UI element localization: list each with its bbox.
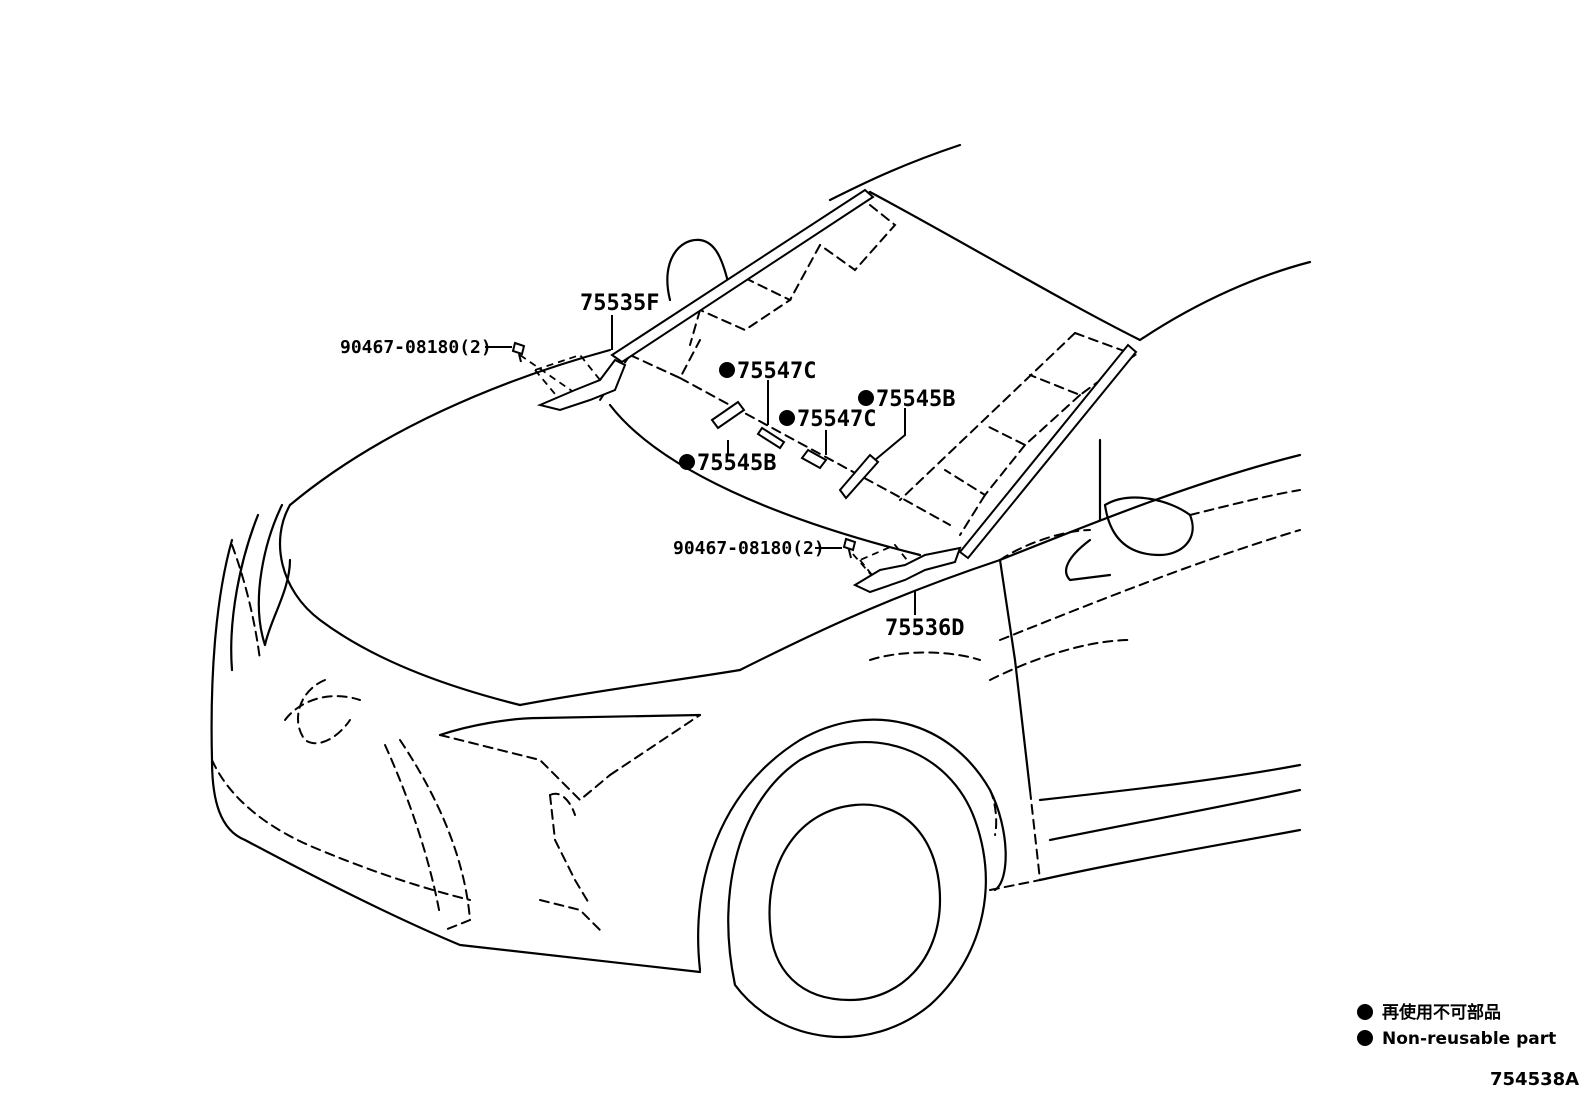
- screw-icon-top[interactable]: [511, 341, 526, 363]
- side-cover-left-75535F[interactable]: [536, 358, 627, 412]
- callout-75547C-b[interactable]: 75547C: [797, 407, 876, 432]
- non-reusable-dot-75547C-a: [719, 362, 735, 378]
- legend-text-en: Non-reusable part: [1382, 1029, 1556, 1049]
- legend-dot-jp: [1357, 1004, 1373, 1020]
- callout-clip-bottom[interactable]: 90467-08180(2): [673, 538, 825, 559]
- callout-75535F[interactable]: 75535F: [580, 291, 659, 316]
- moulding-strip-right[interactable]: [958, 343, 1138, 560]
- legend-text-jp: 再使用不可部品: [1382, 1002, 1501, 1023]
- non-reusable-markers: [679, 362, 874, 470]
- bracket-75545B-a[interactable]: [710, 400, 746, 430]
- hidden-line-details: [211, 204, 1301, 931]
- callout-75545B-a[interactable]: 75545B: [876, 387, 955, 412]
- diagram-code: 754538A: [1490, 1069, 1579, 1090]
- clip-75547C-a[interactable]: [756, 426, 786, 450]
- car-body-outline: [210, 143, 1312, 1039]
- non-reusable-dot-75545B-a: [858, 390, 874, 406]
- bracket-75545B-b[interactable]: [838, 453, 880, 500]
- callout-labels: 75535F 90467-08180(2) 75547C 75545B 7554…: [340, 291, 964, 641]
- clip-75547C-b[interactable]: [800, 448, 828, 470]
- callout-75545B-b[interactable]: 75545B: [697, 451, 776, 476]
- leader-lines: [485, 315, 916, 615]
- side-cover-right-75536D[interactable]: [852, 546, 962, 594]
- callout-clip-top[interactable]: 90467-08180(2): [340, 337, 492, 358]
- screw-icon-bottom[interactable]: [842, 537, 857, 559]
- non-reusable-dot-75547C-b: [779, 410, 795, 426]
- legend-dot-en: [1357, 1030, 1373, 1046]
- non-reusable-dot-75545B-b: [679, 454, 695, 470]
- moulding-strip-left[interactable]: [610, 188, 875, 364]
- callout-75536D[interactable]: 75536D: [885, 616, 964, 641]
- callout-75547C-a[interactable]: 75547C: [737, 359, 816, 384]
- legend: 再使用不可部品 Non-reusable part: [1357, 1002, 1556, 1049]
